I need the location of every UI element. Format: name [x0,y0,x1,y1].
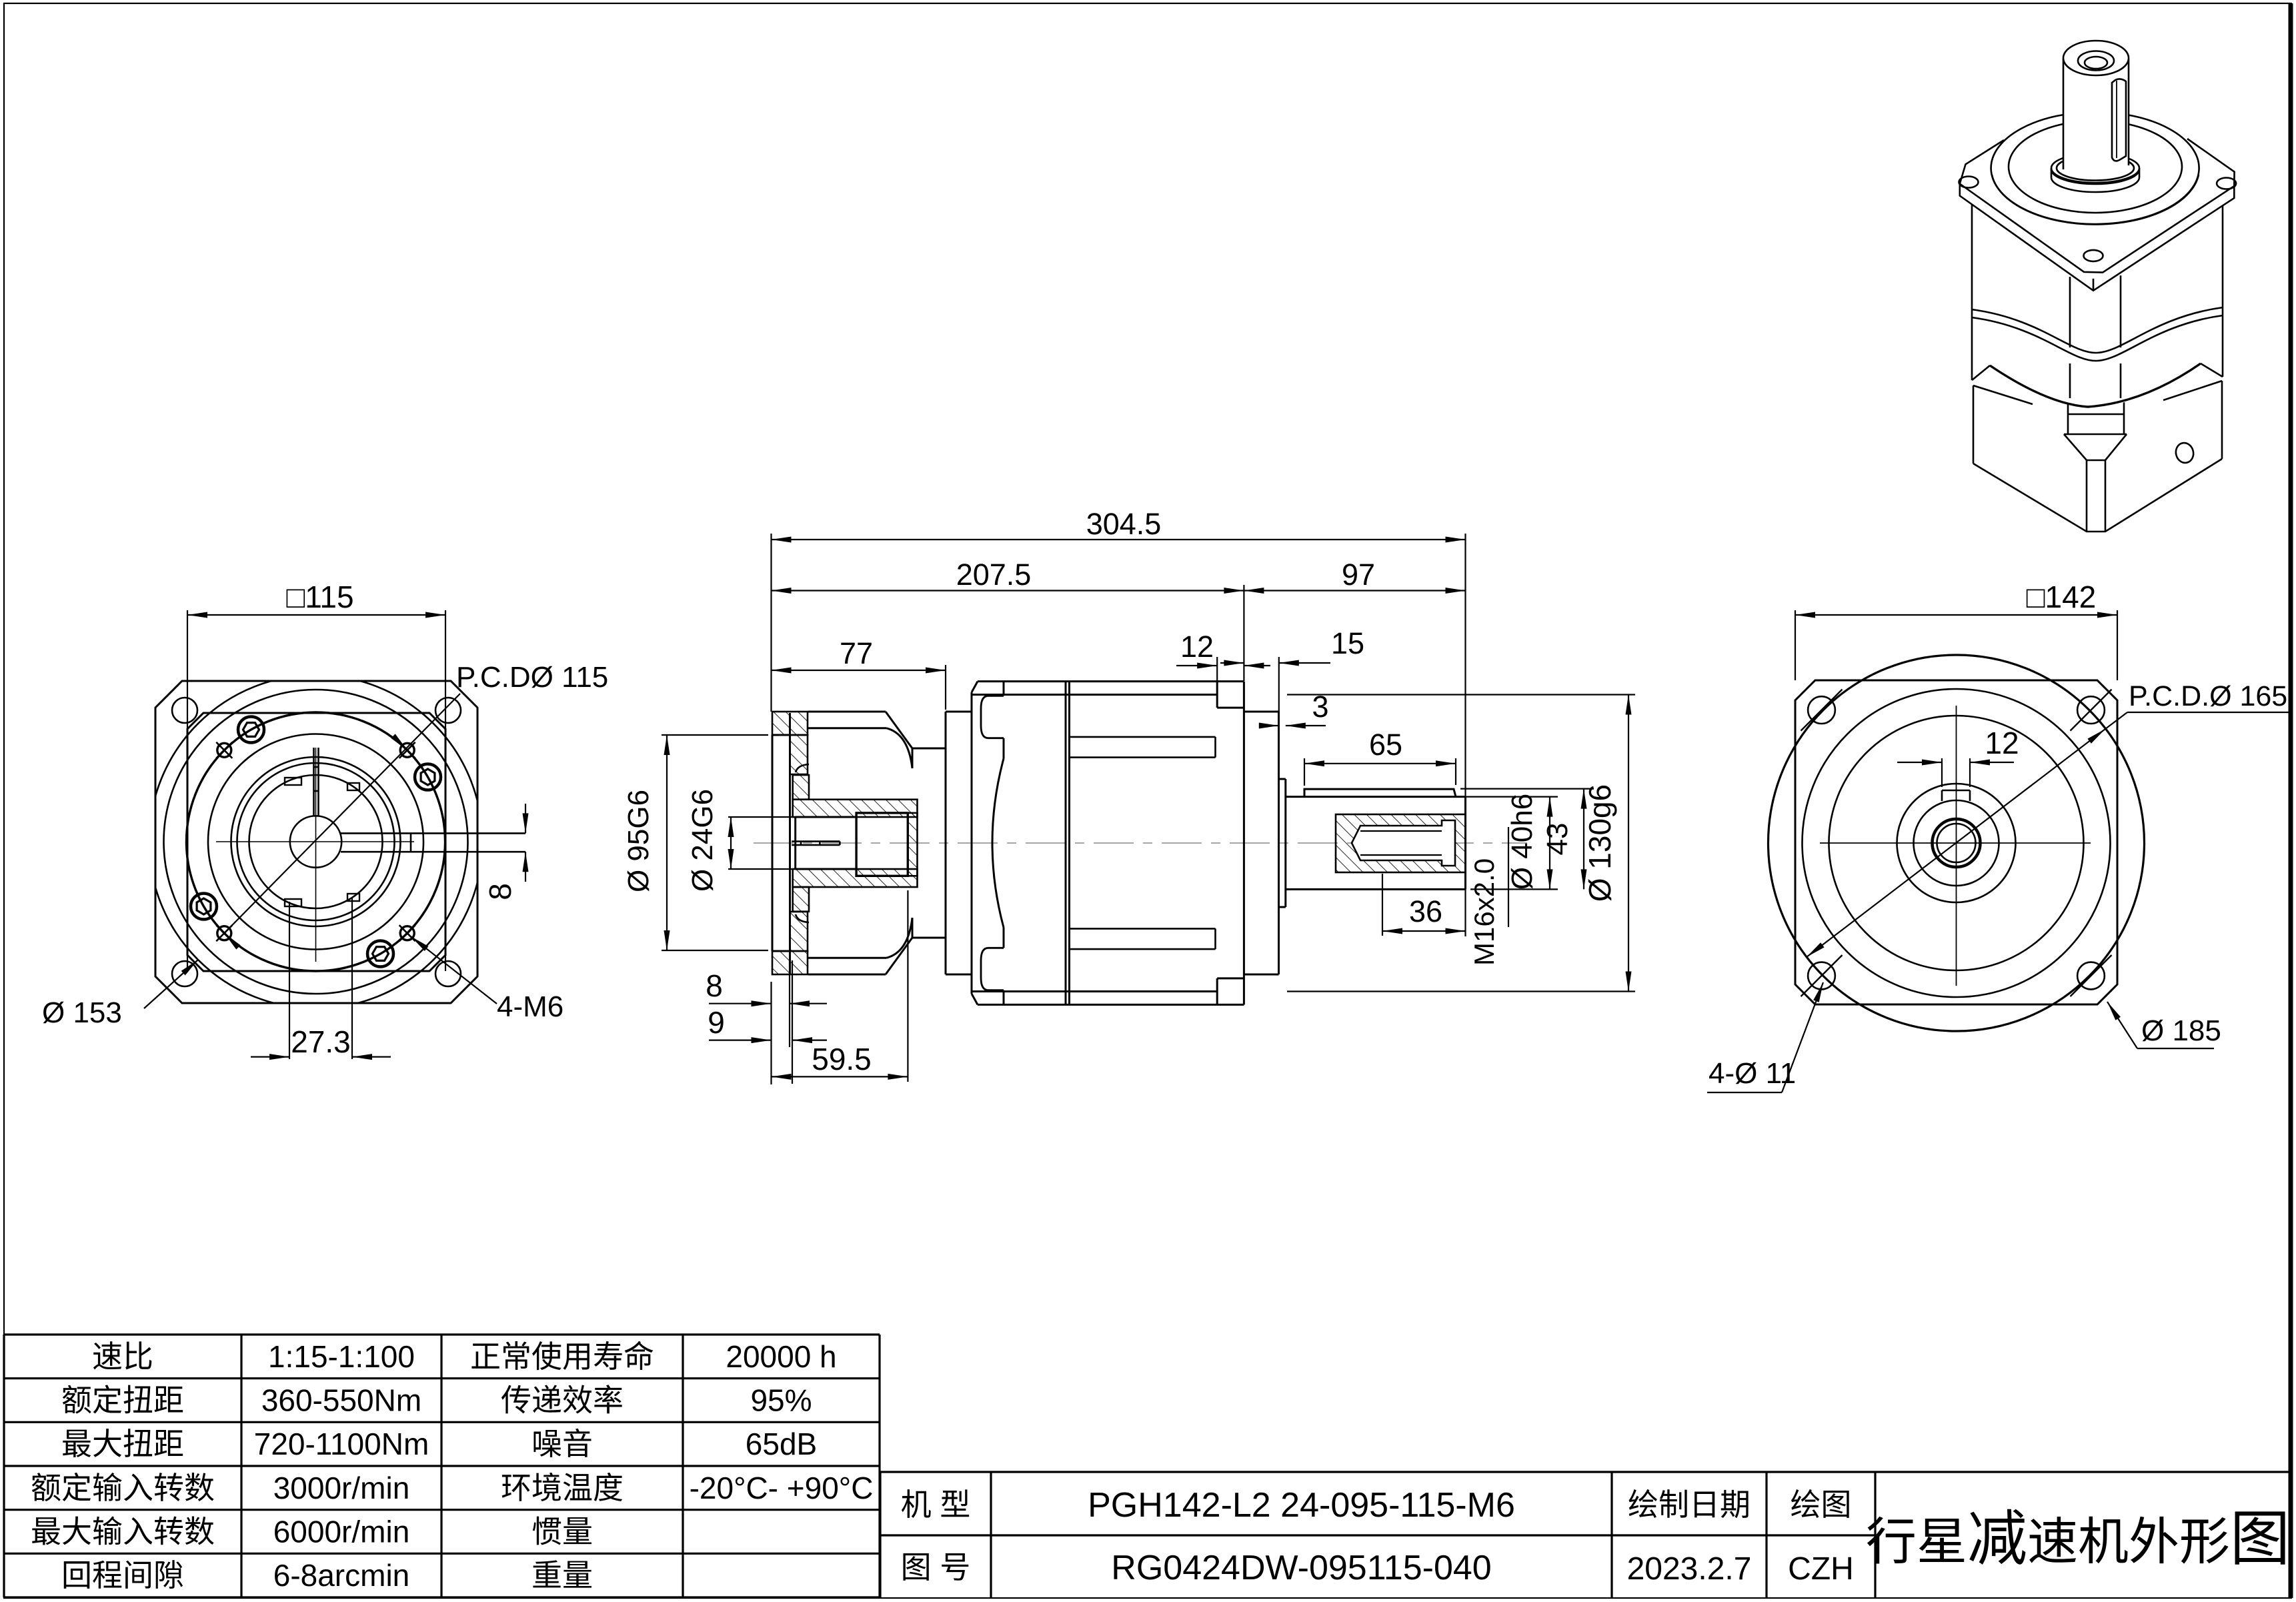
svg-text:行星减速机外形图: 行星减速机外形图 [1866,1506,2290,1573]
svg-text:2023.2.7: 2023.2.7 [1627,1551,1752,1587]
svg-text:6000r/min: 6000r/min [273,1515,410,1549]
svg-text:-20°C- +90°C: -20°C- +90°C [690,1471,874,1505]
svg-text:重量: 重量 [531,1558,593,1593]
svg-text:360-550Nm: 360-550Nm [261,1383,421,1418]
svg-text:15: 15 [1331,626,1364,660]
svg-text:20000 h: 20000 h [726,1339,836,1374]
svg-text:207.5: 207.5 [956,558,1032,592]
svg-text:机 型: 机 型 [901,1487,971,1522]
svg-text:绘图: 绘图 [1791,1487,1852,1522]
svg-text:P.C.DØ 115: P.C.DØ 115 [456,661,608,694]
svg-text:M16x2.0: M16x2.0 [1468,858,1500,966]
svg-text:Ø 40h6: Ø 40h6 [1506,794,1538,890]
svg-text:图 号: 图 号 [901,1550,971,1585]
svg-text:惯量: 惯量 [531,1515,593,1549]
svg-text:77: 77 [840,636,873,670]
svg-text:噪音: 噪音 [531,1427,593,1461]
svg-text:12: 12 [1180,630,1214,664]
svg-text:环境温度: 环境温度 [501,1471,624,1505]
svg-text:8: 8 [706,968,723,1003]
svg-text:12: 12 [1985,726,2019,760]
svg-text:8: 8 [483,883,517,900]
svg-text:□115: □115 [286,580,353,614]
svg-text:1:15-1:100: 1:15-1:100 [268,1339,415,1374]
svg-text:绘制日期: 绘制日期 [1628,1487,1751,1522]
svg-text:720-1100Nm: 720-1100Nm [254,1427,429,1461]
svg-text:Ø 153: Ø 153 [42,996,122,1029]
svg-text:CZH: CZH [1788,1551,1854,1587]
svg-text:65: 65 [1369,728,1402,762]
svg-text:最大输入转数: 最大输入转数 [31,1515,215,1549]
svg-text:304.5: 304.5 [1086,507,1162,541]
svg-text:速比: 速比 [92,1339,153,1374]
svg-text:传递效率: 传递效率 [501,1383,624,1418]
svg-text:65dB: 65dB [746,1427,817,1461]
svg-text:PGH142-L2 24-095-115-M6: PGH142-L2 24-095-115-M6 [1088,1486,1515,1525]
svg-text:回程间隙: 回程间隙 [61,1558,184,1593]
svg-text:额定输入转数: 额定输入转数 [31,1471,215,1505]
svg-text:Ø 185: Ø 185 [2141,1014,2221,1047]
svg-text:Ø 95G6: Ø 95G6 [622,790,655,892]
svg-text:P.C.D.Ø 165: P.C.D.Ø 165 [2129,680,2287,712]
svg-text:3000r/min: 3000r/min [273,1471,410,1505]
svg-text:43: 43 [1541,823,1574,856]
svg-text:正常使用寿命: 正常使用寿命 [470,1339,654,1374]
svg-text:97: 97 [1342,558,1375,592]
svg-text:Ø 24G6: Ø 24G6 [686,789,719,892]
svg-text:RG0424DW-095115-040: RG0424DW-095115-040 [1111,1549,1491,1587]
svg-text:最大扭距: 最大扭距 [61,1427,184,1461]
svg-text:□142: □142 [2027,580,2097,614]
svg-text:95%: 95% [750,1383,812,1418]
svg-text:额定扭距: 额定扭距 [61,1383,184,1418]
svg-text:6-8arcmin: 6-8arcmin [273,1558,410,1593]
svg-text:27.3: 27.3 [291,1024,351,1059]
svg-text:36: 36 [1409,894,1442,928]
svg-text:9: 9 [708,1005,725,1040]
svg-text:59.5: 59.5 [812,1042,872,1076]
svg-text:Ø 130g6: Ø 130g6 [1582,784,1617,902]
svg-text:4-Ø 11: 4-Ø 11 [1708,1057,1796,1090]
svg-text:4-M6: 4-M6 [497,990,563,1023]
